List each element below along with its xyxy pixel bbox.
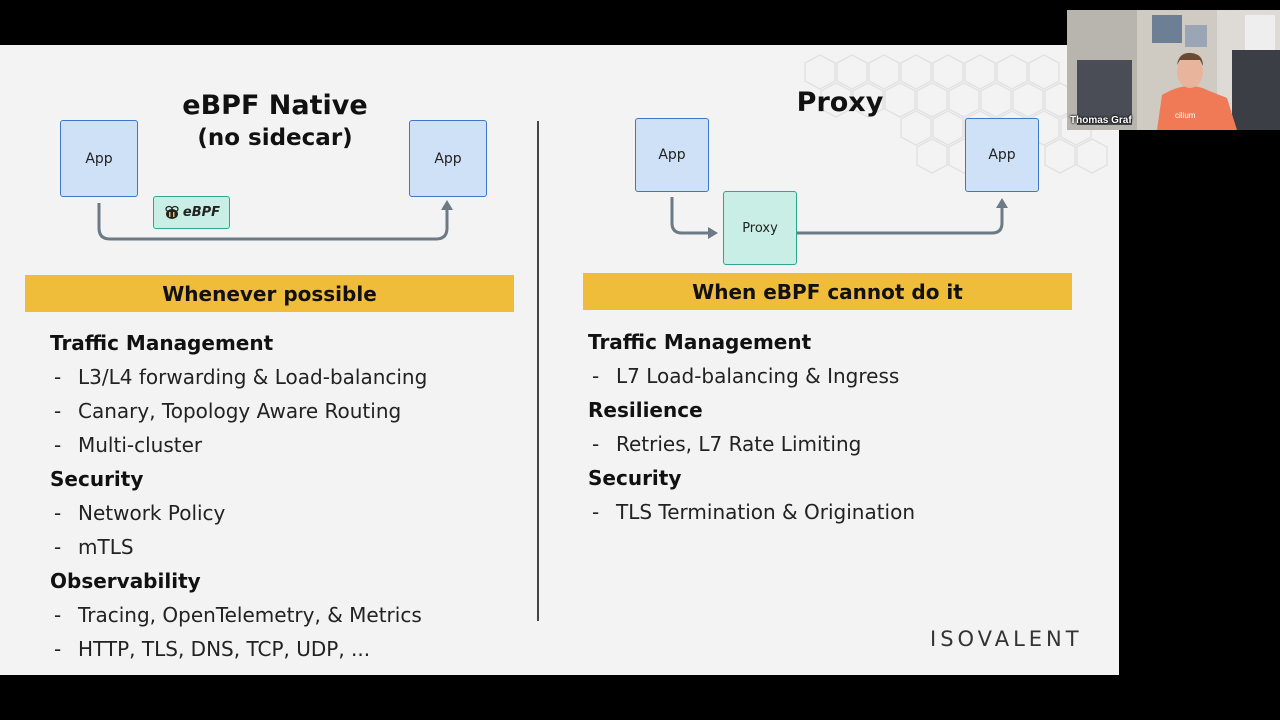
proxy-title: Proxy bbox=[796, 87, 884, 118]
whenever-possible-banner: Whenever possible bbox=[25, 275, 514, 312]
ebpf-feature-list: Traffic Management -L3/L4 forwarding & L… bbox=[50, 326, 427, 666]
section-heading: Resilience bbox=[588, 398, 703, 422]
list-item: -Tracing, OpenTelemetry, & Metrics bbox=[54, 603, 422, 627]
hexagon-pattern bbox=[804, 54, 1108, 174]
section-heading: Observability bbox=[50, 569, 201, 593]
list-item: -Network Policy bbox=[54, 501, 226, 525]
shirt-print: cilium bbox=[1175, 111, 1196, 120]
ebpf-flow-arrow bbox=[97, 200, 453, 241]
app-box-left: App bbox=[60, 120, 138, 197]
column-divider bbox=[537, 121, 539, 621]
section-heading: Traffic Management bbox=[50, 331, 274, 355]
proxy-app-box-left: App bbox=[635, 118, 709, 192]
proxy-flow-arrows bbox=[670, 197, 1008, 239]
list-item: -Multi-cluster bbox=[54, 433, 203, 457]
participant-name: Thomas Graf bbox=[1070, 115, 1132, 126]
isovalent-logo: ISOVALENT bbox=[930, 627, 1083, 651]
app-box-right: App bbox=[409, 120, 487, 197]
section-heading: Security bbox=[50, 467, 144, 491]
participant-video: cilium bbox=[1067, 10, 1280, 130]
list-item: -Retries, L7 Rate Limiting bbox=[592, 432, 862, 456]
bee-icon bbox=[165, 205, 179, 219]
ebpf-native-title: eBPF Native bbox=[182, 90, 368, 121]
list-item: -L3/L4 forwarding & Load-balancing bbox=[54, 365, 428, 389]
no-sidecar-subtitle: (no sidecar) bbox=[197, 125, 353, 151]
ebpf-badge-label: eBPF bbox=[182, 205, 221, 220]
list-item: -Canary, Topology Aware Routing bbox=[54, 399, 402, 423]
list-item: -TLS Termination & Origination bbox=[592, 500, 916, 524]
list-item: -L7 Load-balancing & Ingress bbox=[592, 364, 900, 388]
list-item: -mTLS bbox=[54, 535, 134, 559]
proxy-box: Proxy bbox=[723, 191, 797, 265]
section-heading: Security bbox=[588, 466, 682, 490]
proxy-app-box-right: App bbox=[965, 118, 1039, 192]
webcam-video-tile[interactable]: cilium Thomas Graf bbox=[1067, 10, 1280, 130]
when-ebpf-cannot-banner: When eBPF cannot do it bbox=[583, 273, 1072, 310]
ebpf-logo-badge: eBPF bbox=[153, 196, 230, 229]
section-heading: Traffic Management bbox=[588, 330, 812, 354]
presentation-slide: eBPF Native (no sidecar) Proxy App App e… bbox=[0, 45, 1119, 675]
list-item: -HTTP, TLS, DNS, TCP, UDP, ... bbox=[54, 637, 371, 661]
proxy-feature-list: Traffic Management -L7 Load-balancing & … bbox=[588, 325, 915, 529]
